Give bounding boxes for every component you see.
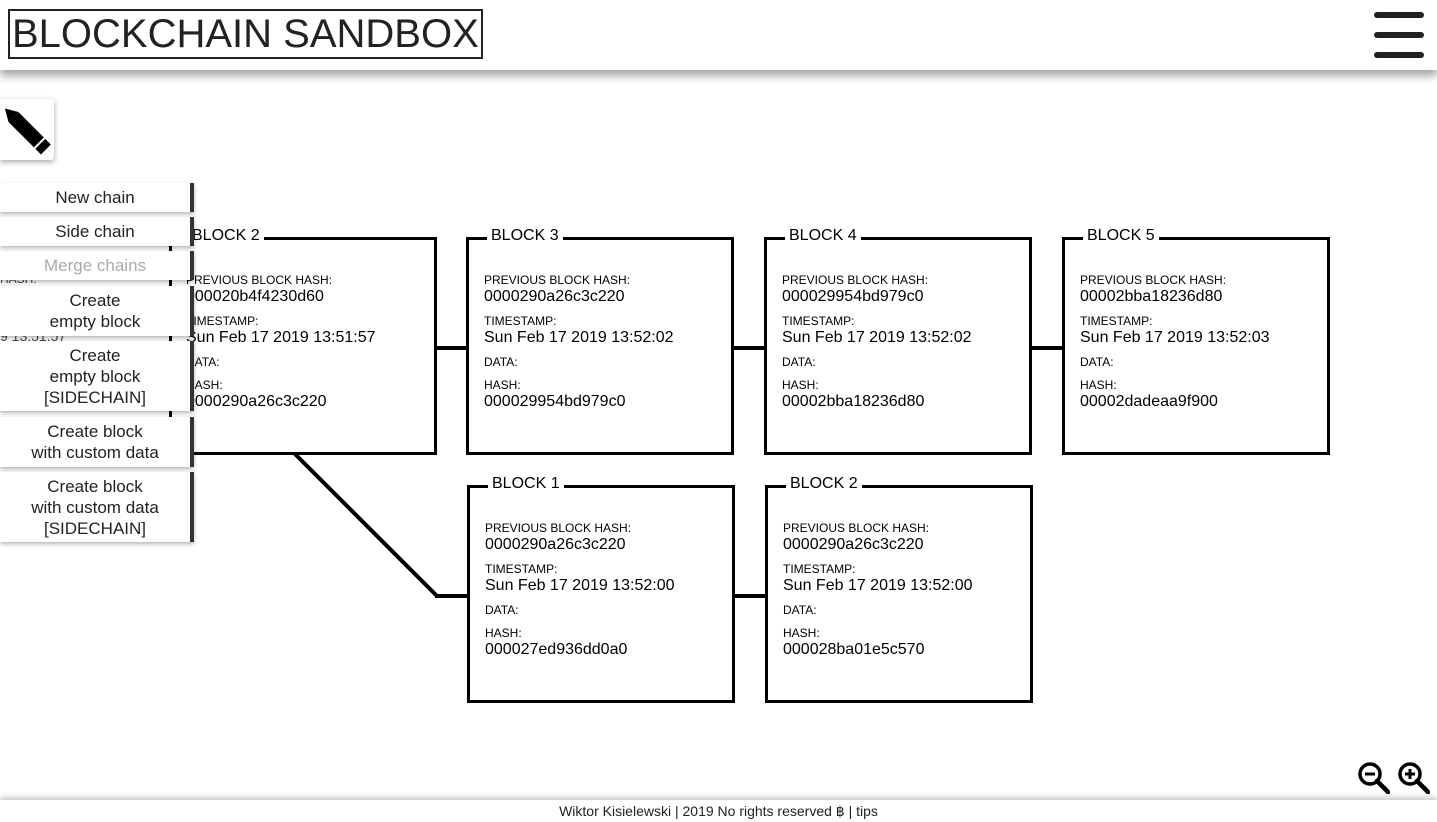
data-label: DATA: [782, 355, 816, 369]
data-label: DATA: [186, 355, 220, 369]
hamburger-menu-icon[interactable] [1374, 12, 1424, 58]
prev-hash-value: 00002bba18236d80 [1080, 288, 1223, 305]
block-card[interactable]: BLOCK 4 PREVIOUS BLOCK HASH:000029954bd97… [764, 226, 1032, 455]
block-card[interactable]: BLOCK 5 PREVIOUS BLOCK HASH:00002bba18236… [1062, 226, 1330, 455]
block-title: BLOCK 2 [786, 474, 862, 494]
footer-text: Wiktor Kisielewski | 2019 No rights rese… [559, 803, 857, 819]
app-title: BLOCKCHAIN SANDBOX [8, 9, 483, 59]
timestamp-label: TIMESTAMP: [783, 562, 856, 576]
timestamp-value: Sun Feb 17 2019 13:52:03 [1080, 329, 1270, 346]
hash-value: 00002dadeaa9f900 [1080, 393, 1218, 410]
create-empty-block-button[interactable]: Create empty block [0, 286, 194, 336]
create-empty-block-sidechain-button[interactable]: Create empty block [SIDECHAIN] [0, 341, 194, 411]
zoom-out-icon[interactable] [1356, 760, 1390, 794]
data-label: DATA: [484, 355, 518, 369]
hash-value: 00002bba18236d80 [782, 393, 925, 410]
hash-value: 000028ba01e5c570 [783, 641, 925, 658]
timestamp-value: Sun Feb 17 2019 13:52:00 [783, 577, 973, 594]
create-custom-block-button[interactable]: Create block with custom data [0, 417, 194, 467]
tips-link[interactable]: tips [856, 803, 878, 819]
block-card[interactable]: BLOCK 1 PREVIOUS BLOCK HASH:0000290a26c3c… [467, 474, 735, 703]
top-bar: BLOCKCHAIN SANDBOX [0, 0, 1437, 70]
create-custom-block-sidechain-button[interactable]: Create block with custom data [SIDECHAIN… [0, 472, 194, 542]
timestamp-value: Sun Feb 17 2019 13:52:00 [485, 577, 675, 594]
prev-hash-label: PREVIOUS BLOCK HASH: [186, 273, 333, 287]
prev-hash-value: 0000290a26c3c220 [485, 536, 626, 553]
data-label: DATA: [783, 603, 817, 617]
timestamp-value: Sun Feb 17 2019 13:52:02 [782, 329, 972, 346]
prev-hash-label: PREVIOUS BLOCK HASH: [484, 273, 631, 287]
merge-chains-button: Merge chains [0, 251, 194, 280]
hash-label: HASH: [782, 378, 819, 392]
hash-value: 0000290a26c3c220 [186, 393, 327, 410]
block-title: BLOCK 5 [1083, 226, 1159, 246]
hash-label: HASH: [186, 378, 223, 392]
prev-hash-label: PREVIOUS BLOCK HASH: [783, 521, 930, 535]
block-title: BLOCK 2 [188, 226, 264, 246]
timestamp-label: TIMESTAMP: [484, 314, 557, 328]
block-title: BLOCK 4 [785, 226, 861, 246]
prev-hash-value: 0000290a26c3c220 [783, 536, 924, 553]
data-label: DATA: [1080, 355, 1114, 369]
fork-link [292, 451, 467, 598]
prev-hash-value: 000029954bd979c0 [782, 288, 924, 305]
timestamp-value: Sun Feb 17 2019 13:51:57 [186, 329, 376, 346]
timestamp-label: TIMESTAMP: [1080, 314, 1153, 328]
block-card[interactable]: BLOCK 2 PREVIOUS BLOCK HASH:0000290a26c3c… [765, 474, 1033, 703]
footer: Wiktor Kisielewski | 2019 No rights rese… [0, 800, 1437, 820]
block-title: BLOCK 1 [488, 474, 564, 494]
prev-hash-value: 0000290a26c3c220 [484, 288, 625, 305]
chain-link [732, 346, 764, 350]
new-chain-button[interactable]: New chain [0, 183, 194, 212]
prev-hash-value: 000020b4f4230d60 [186, 288, 324, 305]
hash-label: HASH: [484, 378, 521, 392]
edit-pencil-button[interactable] [0, 99, 54, 160]
chain-link [434, 346, 466, 350]
block-card[interactable]: BLOCK 3 PREVIOUS BLOCK HASH:0000290a26c3c… [466, 226, 734, 455]
pencil-icon [4, 108, 51, 155]
side-chain-button[interactable]: Side chain [0, 217, 194, 246]
zoom-in-icon[interactable] [1396, 760, 1430, 794]
data-label: DATA: [485, 603, 519, 617]
chain-link [734, 594, 766, 598]
prev-hash-label: PREVIOUS BLOCK HASH: [1080, 273, 1227, 287]
timestamp-label: TIMESTAMP: [782, 314, 855, 328]
hash-label: HASH: [485, 626, 522, 640]
hash-value: 000029954bd979c0 [484, 393, 626, 410]
block-title: BLOCK 3 [487, 226, 563, 246]
block-card[interactable]: BLOCK 2 PREVIOUS BLOCK HASH:000020b4f4230… [169, 226, 437, 455]
hash-label: HASH: [1080, 378, 1117, 392]
hash-value: 000027ed936dd0a0 [485, 641, 628, 658]
timestamp-label: TIMESTAMP: [186, 314, 259, 328]
timestamp-value: Sun Feb 17 2019 13:52:02 [484, 329, 674, 346]
prev-hash-label: PREVIOUS BLOCK HASH: [485, 521, 632, 535]
prev-hash-label: PREVIOUS BLOCK HASH: [782, 273, 929, 287]
chain-link [1030, 346, 1062, 350]
hash-label: HASH: [783, 626, 820, 640]
timestamp-label: TIMESTAMP: [485, 562, 558, 576]
